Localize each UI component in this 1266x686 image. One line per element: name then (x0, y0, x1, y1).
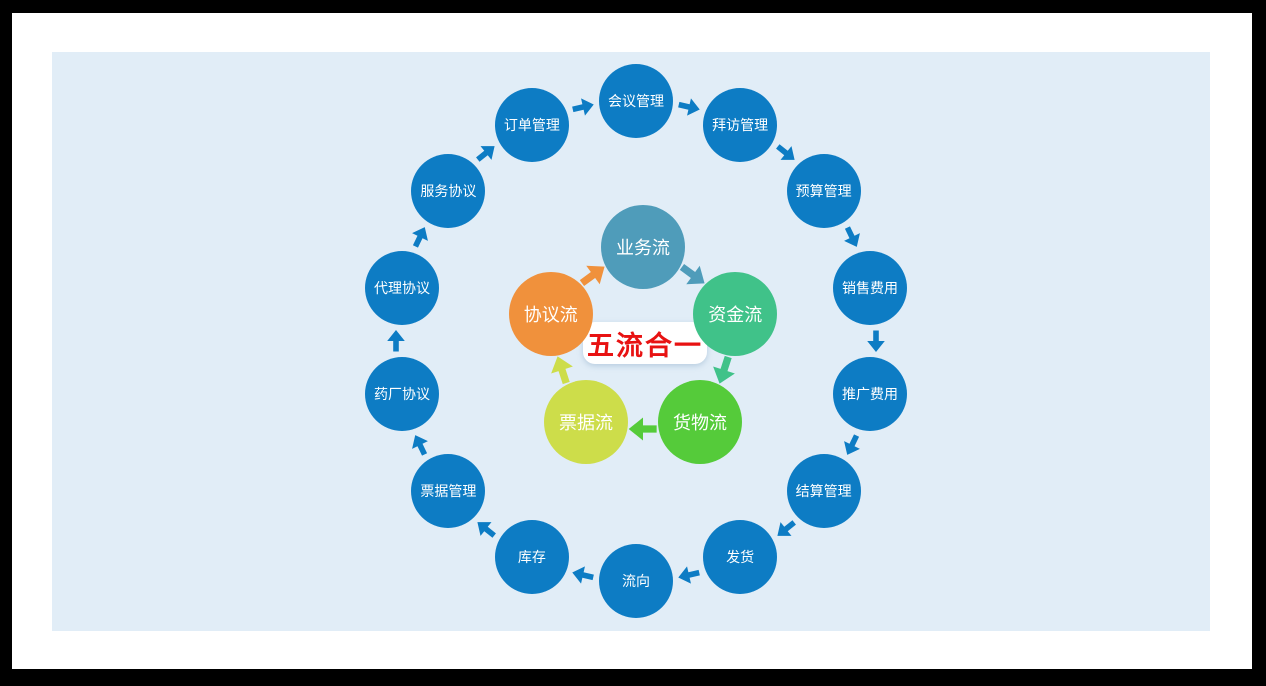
inner-flow-arrow (627, 416, 659, 442)
outer-node-4: 销售费用 (832, 250, 907, 325)
outer-flow-arrow (675, 94, 704, 119)
block-arrow-icon (477, 521, 497, 538)
outer-node-label: 推广费用 (841, 386, 898, 403)
outer-node-5: 推广费用 (832, 357, 907, 432)
outer-node-13: 服务协议 (411, 154, 486, 229)
outer-node-8: 流向 (599, 544, 673, 618)
outer-flow-arrow (675, 562, 704, 587)
block-arrow-icon (775, 144, 795, 161)
inner-node-label: 协议流 (523, 305, 578, 326)
inner-node-3: 货物流 (658, 380, 742, 465)
outer-node-14: 订单管理 (494, 87, 569, 162)
block-arrow-icon (411, 226, 428, 248)
block-arrow-icon (679, 264, 705, 285)
outer-node-label: 票据管理 (420, 482, 477, 499)
page: 五流合一 会议管理拜访管理预算管理销售费用推广费用结算管理发货流向 库存 票据管理 药… (12, 13, 1252, 669)
block-arrow-icon (712, 356, 735, 384)
block-arrow-icon (628, 417, 657, 441)
outer-flow-arrow (770, 138, 802, 169)
inner-flow-arrow (572, 255, 613, 295)
outer-node-label: 销售费用 (841, 279, 898, 296)
center-label: 五流合一 (583, 322, 707, 364)
inner-flow-arrow (707, 351, 742, 389)
outer-flow-arrow (470, 138, 502, 169)
outer-node-3: 预算管理 (786, 154, 861, 229)
outer-node-label: 服务协议 (420, 183, 477, 200)
inner-flow-arrow (672, 255, 713, 295)
outer-node-label: 预算管理 (795, 183, 852, 200)
inner-node-1: 业务流 (601, 205, 685, 289)
outer-node-label: 代理协议 (374, 279, 431, 296)
outer-flow-arrow (405, 430, 434, 461)
outer-node-9: 库存 (494, 520, 569, 595)
outer-node-6: 结算管理 (786, 453, 861, 528)
outer-node-label: 发货 (726, 549, 755, 566)
outer-node-label: 库存 (517, 549, 546, 566)
block-arrow-icon (571, 98, 594, 116)
outer-flow-arrow (838, 430, 867, 461)
outer-flow-arrow (770, 513, 802, 544)
block-arrow-icon (867, 330, 885, 352)
inner-node-5: 协议流 (508, 272, 593, 357)
block-arrow-icon (844, 434, 861, 456)
outer-node-7: 发货 (703, 520, 778, 595)
outer-flow-arrow (838, 221, 867, 252)
outer-node-label: 药厂协议 (374, 386, 431, 403)
block-arrow-icon (571, 566, 594, 584)
inner-node-label: 业务流 (616, 238, 670, 258)
outer-flow-arrow (866, 329, 886, 354)
outer-flow-arrow (568, 562, 597, 587)
outer-node-label: 订单管理 (503, 116, 560, 133)
block-arrow-icon (678, 98, 701, 116)
outer-flow-arrow (405, 221, 434, 252)
block-arrow-icon (777, 519, 796, 536)
block-arrow-icon (476, 146, 495, 163)
inner-node-label: 资金流 (708, 305, 763, 326)
outer-node-10: 票据管理 (411, 453, 486, 528)
inner-node-label: 货物流 (673, 413, 727, 434)
block-arrow-icon (579, 265, 605, 287)
outer-node-label: 会议管理 (608, 93, 664, 109)
outer-node-12: 代理协议 (365, 250, 440, 325)
block-arrow-icon (551, 356, 574, 385)
inner-node-4: 票据流 (543, 380, 628, 465)
block-arrow-icon (844, 226, 861, 247)
outer-flow-arrow (386, 329, 406, 354)
inner-node-label: 票据流 (558, 413, 613, 434)
outer-node-2: 拜访管理 (703, 87, 778, 162)
block-arrow-icon (678, 566, 701, 584)
outer-node-1: 会议管理 (599, 64, 673, 138)
block-arrow-icon (411, 435, 428, 456)
outer-node-label: 拜访管理 (712, 116, 769, 133)
inner-node-2: 资金流 (693, 272, 778, 357)
outer-flow-arrow (470, 513, 502, 544)
outer-node-11: 药厂协议 (365, 357, 440, 432)
outer-flow-arrow (568, 94, 597, 119)
center-label-text: 五流合一 (587, 330, 703, 361)
outer-node-label: 结算管理 (795, 482, 852, 499)
block-arrow-icon (387, 330, 405, 352)
inner-flow-arrow (545, 351, 580, 389)
diagram-panel: 五流合一 会议管理拜访管理预算管理销售费用推广费用结算管理发货流向 库存 票据管理 药… (52, 52, 1210, 631)
outer-node-label: 流向 (622, 573, 650, 589)
